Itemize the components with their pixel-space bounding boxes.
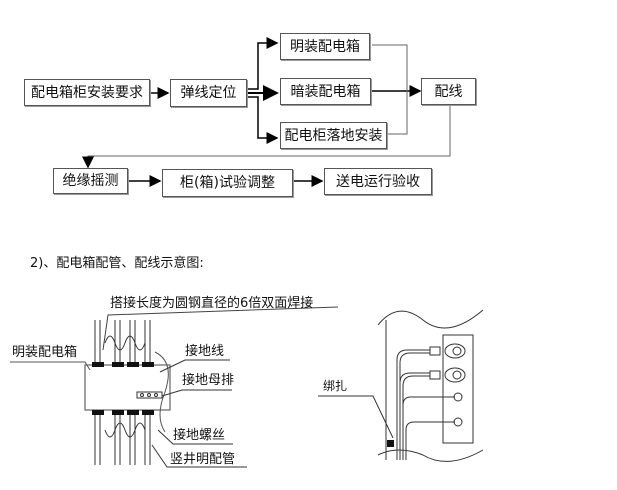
top-conduits <box>94 306 339 365</box>
box-label: 明装配电箱 <box>12 345 78 360</box>
terminal-block <box>442 334 474 444</box>
node-commissioning: 柜(箱)试验调整 <box>162 169 293 197</box>
node-energize-accept: 送电运行验收 <box>324 168 432 195</box>
tie-label: 绑扎 <box>323 379 348 393</box>
line-floor-to-wiring <box>388 91 408 135</box>
distribution-box <box>84 364 171 411</box>
line-surface-to-wiring <box>372 44 408 91</box>
break-line-top <box>377 309 484 329</box>
ground-busbar-label: 接地母排 <box>182 373 235 388</box>
shaft-conduit-label: 竖井明配管 <box>170 452 236 467</box>
ground-busbar <box>136 391 163 399</box>
ground-screw-label: 接地螺丝 <box>173 428 226 443</box>
weld-note: 搭接长度为圆钢直径的6倍双面焊接 <box>110 296 314 311</box>
node-concealed-box: 暗装配电箱 <box>280 78 371 105</box>
node-surface-box: 明装配电箱 <box>280 33 370 60</box>
node-requirements: 配电箱柜安装要求 <box>24 79 150 106</box>
ground-wire-label: 接地线 <box>185 344 225 359</box>
node-insulation-test: 绝缘摇测 <box>53 168 128 194</box>
bottom-conduits <box>94 410 151 465</box>
arrow-snap-to-floor <box>247 96 279 144</box>
break-line-bottom <box>377 449 484 462</box>
arrow-snap-to-surface <box>247 37 279 90</box>
node-floor-cabinet: 配电柜落地安装 <box>280 122 387 149</box>
node-snap-line: 弹线定位 <box>170 79 247 107</box>
node-wiring: 配线 <box>421 78 476 105</box>
section-caption: 2)、配电箱配管、配线示意图: <box>30 256 204 271</box>
